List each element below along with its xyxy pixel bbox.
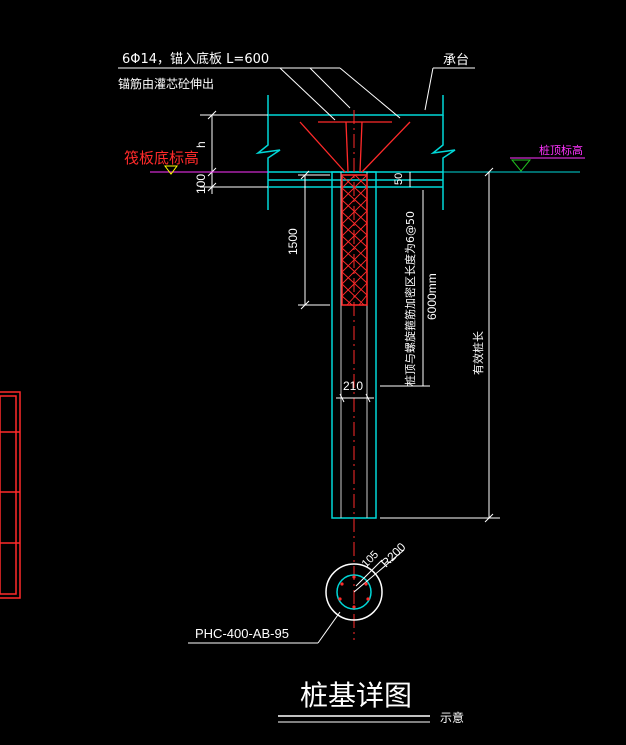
- cap-label: 承台: [443, 53, 469, 68]
- stirrup-note: 桩顶与螺旋箍筋加密区长度为6@50: [403, 211, 417, 386]
- drawing-title: 桩基详图: [300, 679, 412, 712]
- dim-1500: [298, 170, 330, 310]
- infill-hatch: [341, 174, 368, 306]
- pile-cap: [255, 95, 456, 210]
- left-frame: [0, 391, 21, 599]
- rebar-leader: [118, 67, 475, 121]
- pile-top-elev-triangle: [510, 159, 532, 172]
- rebar-note-line2: 锚筋由灌芯砼伸出: [118, 76, 214, 91]
- pile-top-elev-label: 桩顶标高: [539, 143, 583, 157]
- raft-elev-triangle: [164, 165, 178, 175]
- rebar-note-line1: 6Φ14，锚入底板 L=600: [122, 51, 269, 67]
- dim-6000: [380, 190, 430, 387]
- dim-210: [336, 393, 374, 403]
- pile-type-label: PHC-400-AB-95: [195, 626, 289, 641]
- pile-type-leader: [188, 611, 341, 644]
- dim-h: h: [194, 141, 208, 148]
- dim-6000-label: 6000mm: [425, 273, 439, 320]
- dim-1500-label: 1500: [286, 228, 300, 255]
- raft-bottom-elev-label: 筏板底标高: [124, 149, 199, 167]
- dim-50: 50: [393, 173, 405, 185]
- pile-section: [325, 549, 405, 621]
- dim-100: 100: [194, 174, 208, 194]
- dim-r200: R200: [378, 540, 408, 570]
- pile-body: [331, 110, 377, 640]
- anchor-bars: [299, 121, 411, 173]
- effective-length-dim: [380, 167, 500, 523]
- title-note: 示意: [440, 710, 464, 725]
- dim-210-label: 210: [343, 379, 363, 393]
- effective-length-label: 有效桩长: [471, 331, 485, 375]
